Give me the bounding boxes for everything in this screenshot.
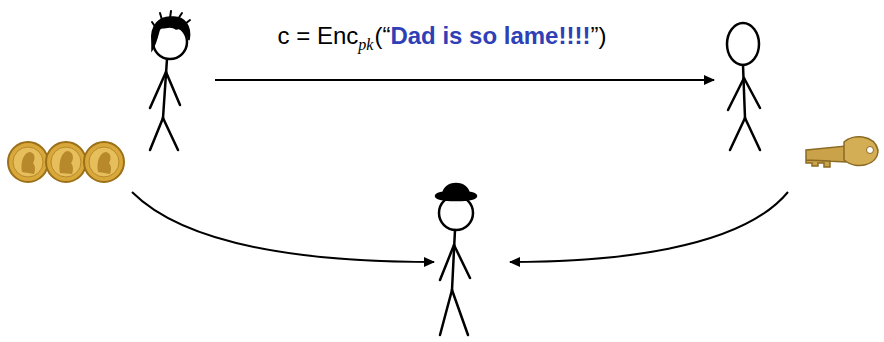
coins-arrow	[132, 192, 434, 262]
close-quote: ”)	[590, 22, 606, 50]
sender-figure	[150, 11, 190, 150]
message-arrow	[215, 79, 714, 81]
key-arrow	[510, 192, 788, 262]
message-label: c = Encpk(“Dad is so lame!!!!”)	[0, 22, 884, 62]
open-quote: (“	[374, 22, 390, 50]
message-text: Dad is so lame!!!!	[390, 22, 590, 50]
eavesdropper-figure	[436, 184, 476, 335]
receiver-figure	[727, 23, 760, 150]
coins-icon	[8, 142, 124, 182]
key-icon	[806, 137, 878, 167]
key-subscript: pk	[358, 36, 373, 54]
message-prefix: c = Enc	[278, 22, 359, 50]
